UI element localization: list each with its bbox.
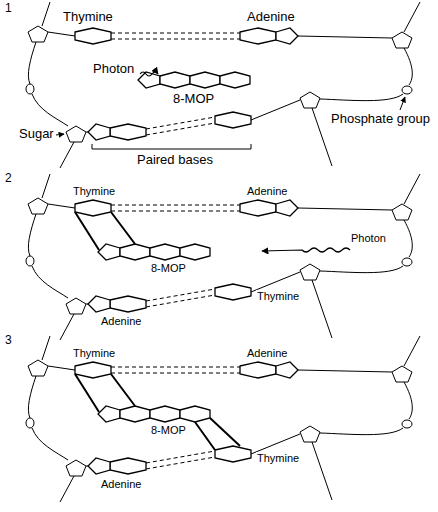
bracket-label: Paired bases <box>136 153 214 167</box>
base-label: Adenine <box>100 478 142 490</box>
base-label: Thymine <box>72 185 116 197</box>
base-label: Thymine <box>256 452 300 464</box>
panel-1-drawing <box>26 2 420 168</box>
panel-3-drawing <box>26 336 420 502</box>
panel-number: 2 <box>4 172 13 185</box>
photon-label: Photon <box>92 62 135 76</box>
base-label: Adenine <box>100 315 142 327</box>
base-label: Thymine <box>256 290 300 302</box>
molecule-label: 8-MOP <box>172 92 215 106</box>
molecule-label: 8-MOP <box>150 262 187 274</box>
base-label: Thymine <box>72 347 116 359</box>
base-label: Adenine <box>246 347 288 359</box>
photon-label: Photon <box>350 232 387 244</box>
part-label: Sugar <box>18 127 55 141</box>
base-label: Adenine <box>246 185 288 197</box>
base-label: Thymine <box>62 10 114 24</box>
panel-2-drawing <box>26 174 420 340</box>
part-label: Phosphate group <box>330 112 431 126</box>
molecule-label: 8-MOP <box>150 424 187 436</box>
base-label: Adenine <box>246 10 296 24</box>
panel-number: 3 <box>4 334 13 347</box>
panel-number: 1 <box>4 2 13 15</box>
